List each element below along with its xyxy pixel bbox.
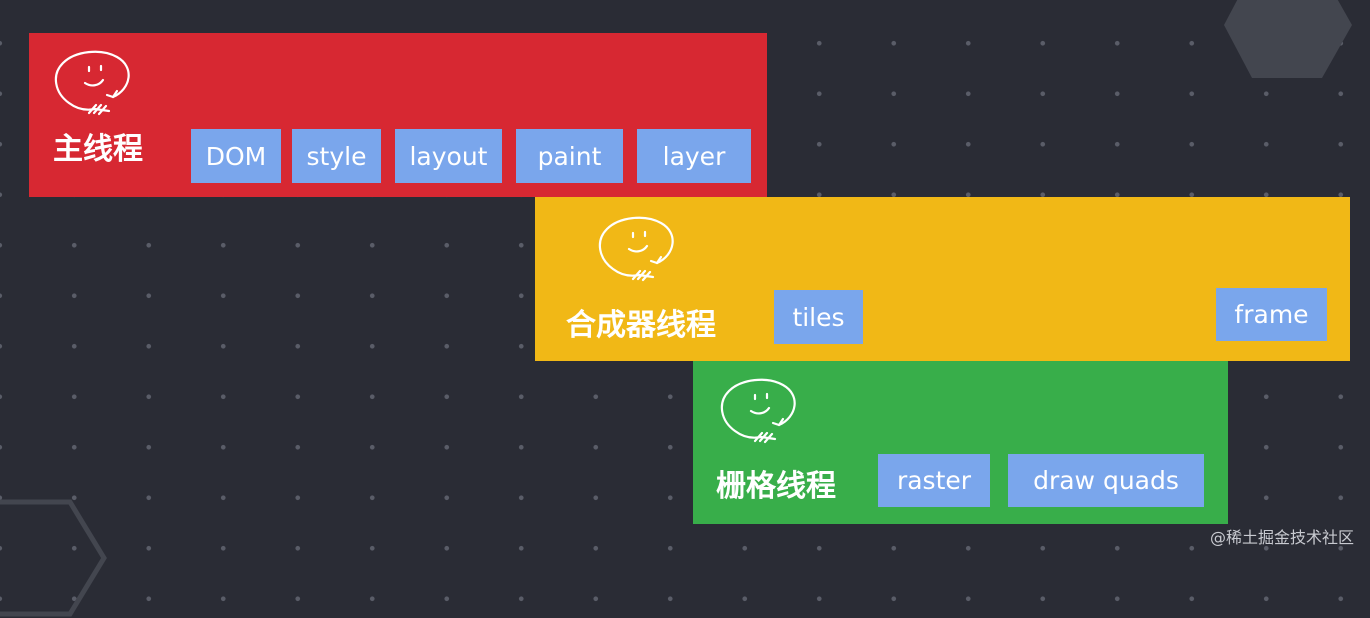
compositor-thread-panel: 合成器线程 tiles frame xyxy=(535,197,1350,361)
chip-tiles: tiles xyxy=(774,290,863,344)
chip-draw-quads: draw quads xyxy=(1008,454,1204,507)
chip-paint: paint xyxy=(516,129,623,183)
raster-thread-panel: 栅格线程 raster draw quads xyxy=(693,361,1228,524)
chip-dom: DOM xyxy=(191,129,281,183)
hexagon-decoration-top-right xyxy=(1224,0,1352,78)
compositor-thread-title: 合成器线程 xyxy=(566,308,716,343)
smiley-speech-bubble-icon xyxy=(54,50,130,116)
chip-frame: frame xyxy=(1216,288,1327,341)
raster-thread-title: 栅格线程 xyxy=(716,469,836,504)
main-thread-title: 主线程 xyxy=(53,132,143,167)
chip-style: style xyxy=(292,129,381,183)
chip-layer: layer xyxy=(637,129,751,183)
main-thread-panel: 主线程 DOM style layout paint layer xyxy=(29,33,767,197)
smiley-speech-bubble-icon xyxy=(598,216,674,282)
watermark: @稀土掘金技术社区 xyxy=(1209,528,1354,547)
chip-raster: raster xyxy=(878,454,990,507)
chip-layout: layout xyxy=(395,129,502,183)
smiley-speech-bubble-icon xyxy=(720,378,796,444)
hexagon-decoration-bottom-left xyxy=(0,499,107,617)
